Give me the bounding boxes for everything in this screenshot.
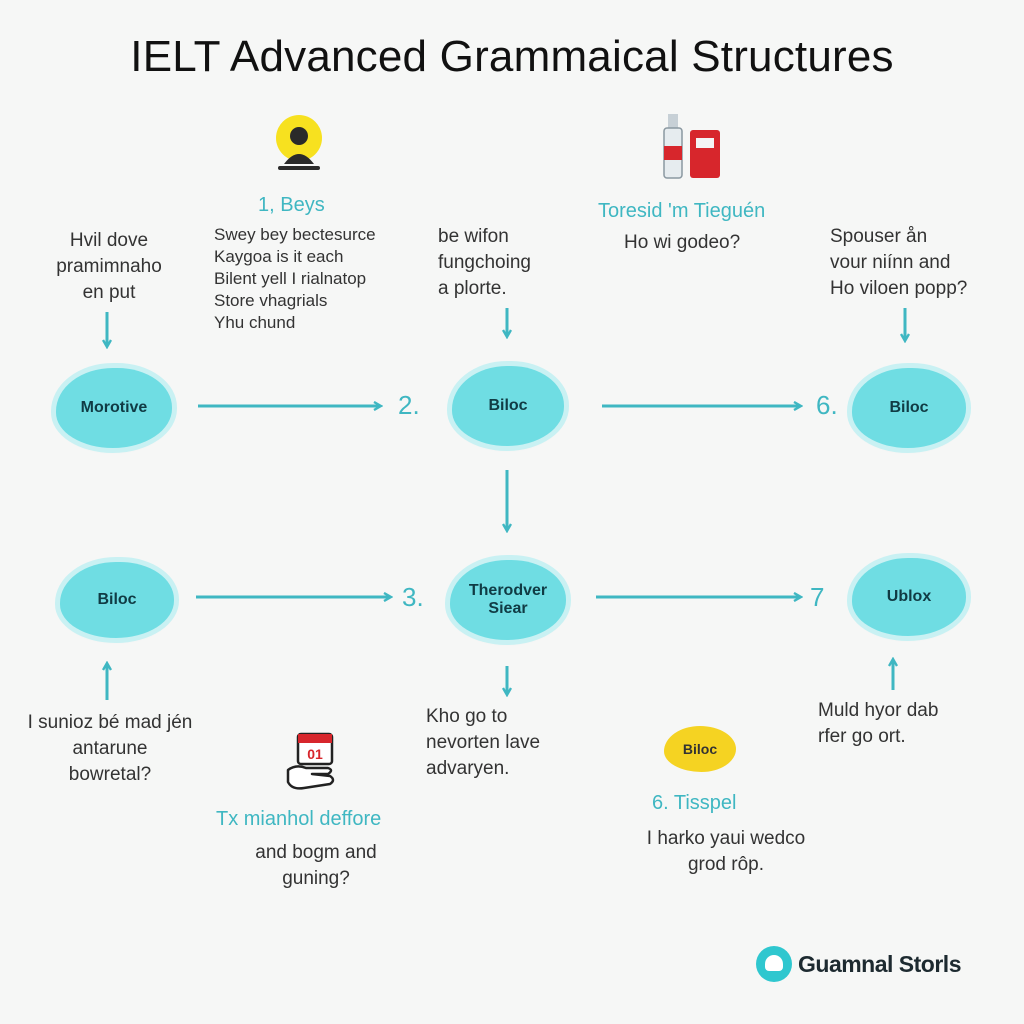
toresid-subtext: Ho wi godeo? xyxy=(624,232,741,253)
tisspel-heading: 6. Tisspel xyxy=(652,792,737,814)
intro-text: Hvil dove pramimnaho en put xyxy=(56,230,162,304)
step-number: 2. xyxy=(398,390,420,420)
calendar-hand-icon: 01 xyxy=(284,730,344,796)
step-number: 7 xyxy=(810,582,825,612)
svg-text:01: 01 xyxy=(307,746,323,762)
list-item: Yhu chund xyxy=(214,313,296,333)
list-item: Store vhagrials xyxy=(214,291,328,311)
tisspel-subtext: I harko yaui wedco grod rôp. xyxy=(646,828,806,876)
center-bottom-text: Kho go to nevorten lave advaryen. xyxy=(426,706,541,780)
list-item: Swey bey bectesurce xyxy=(214,225,376,244)
node-biloc: Biloc xyxy=(452,366,564,446)
beys-list: Swey bey bectesurce Kaygoa is it each Bi… xyxy=(214,224,424,334)
right-top-text: Spouser ån vour niínn and Ho viloen popp… xyxy=(830,226,968,300)
beys-heading: 1, Beys xyxy=(258,194,325,216)
node-biloc-small: Biloc xyxy=(664,726,736,772)
list-item: Bilent yell I rialnatop xyxy=(214,269,367,289)
center-top-text: be wifon fungchoing a plorte. xyxy=(438,226,531,300)
brand-name: Guamnal Storls xyxy=(798,950,961,977)
node-ublox: Ublox xyxy=(852,558,966,636)
right-bottom-text: Muld hyor dab rfer go ort. xyxy=(818,700,939,748)
page-title: IELT Advanced Grammaical Structures xyxy=(130,32,894,81)
toresid-heading: Toresid 'm Tieguén xyxy=(598,200,766,222)
bottle-icon xyxy=(656,112,726,180)
step-number: 3. xyxy=(402,582,424,612)
node-biloc: Biloc xyxy=(60,562,174,638)
list-item: Kaygoa is it each xyxy=(214,247,344,267)
node-biloc: Biloc xyxy=(852,368,966,448)
step-number: 6. xyxy=(816,390,838,420)
person-icon xyxy=(272,114,326,178)
bottom-left-text: I sunioz bé mad jén antarune bowretal? xyxy=(27,712,193,786)
brand-logo: Guamnal Storls xyxy=(756,946,961,982)
node-therodver-siear: Therodver Siear xyxy=(450,560,566,640)
logo-icon xyxy=(756,946,792,982)
tx-heading: Tx mianhol deffore xyxy=(216,808,382,830)
node-morotive: Morotive xyxy=(56,368,172,448)
tx-subtext: and bogm and guning? xyxy=(255,842,377,890)
